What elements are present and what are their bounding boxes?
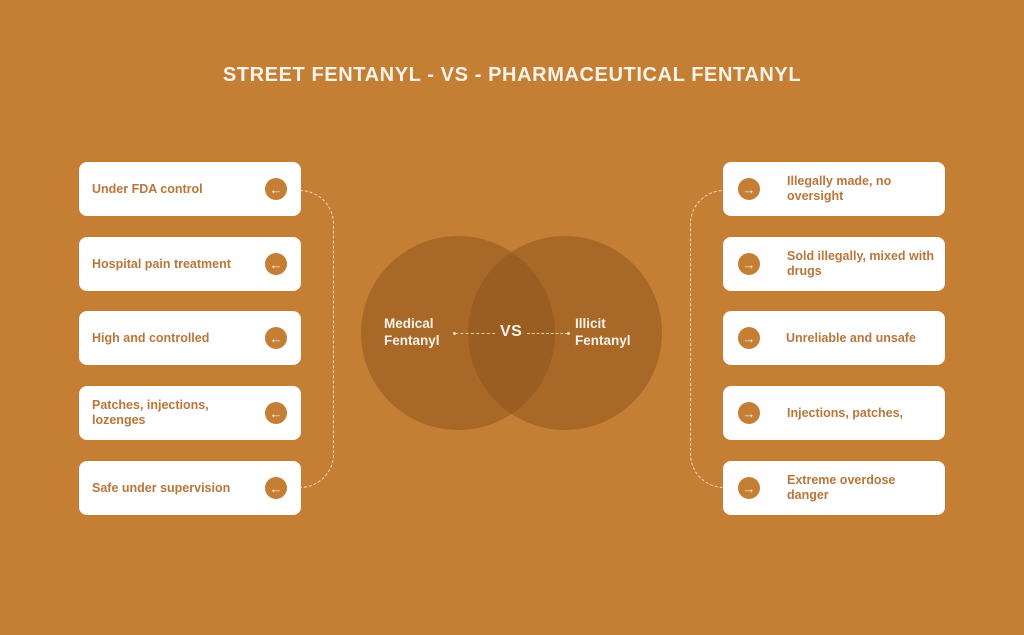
arrow-left-icon: ← [265,477,287,499]
arrow-right-icon: → [738,402,760,424]
medical-item-text: Safe under supervision [92,480,231,495]
illicit-item-text: Sold illegally, mixed with drugs [787,249,935,278]
arrow-right-icon: → [738,253,760,275]
medical-item-card: Patches, injections, lozenges ← [79,386,301,440]
medical-item-card: Under FDA control ← [79,162,301,216]
medical-item-card: Safe under supervision ← [79,461,301,515]
arrow-right-icon: → [738,477,760,499]
illicit-fentanyl-label: Illicit Fentanyl [575,316,631,348]
medical-item-text: High and controlled [92,330,210,345]
arrow-left-icon: ← [265,253,287,275]
medical-fentanyl-label: Medical Fentanyl [384,316,440,348]
illicit-item-text: Unreliable and unsafe [786,330,916,345]
connector-dot [453,332,456,335]
illicit-item-card: → Extreme overdose danger [723,461,945,515]
diagram-title: STREET FENTANYL - VS - PHARMACEUTICAL FE… [222,64,802,86]
illicit-item-card: → Unreliable and unsafe [723,311,945,365]
right-connector-line [527,333,568,334]
connector-dot [567,332,570,335]
illicit-item-card: → Injections, patches, [723,386,945,440]
right-dashed-bracket [690,190,724,488]
arrow-right-icon: → [738,327,760,349]
arrow-right-icon: → [738,178,760,200]
illicit-item-card: → Sold illegally, mixed with drugs [723,237,945,291]
illicit-item-card: → Illegally made, no oversight [723,162,945,216]
illicit-item-text: Extreme overdose danger [787,473,896,502]
left-connector-line [455,333,495,334]
medical-item-card: High and controlled ← [79,311,301,365]
illicit-item-text: Injections, patches, [787,405,904,420]
arrow-left-icon: ← [265,178,287,200]
arrow-left-icon: ← [265,402,287,424]
medical-item-text: Patches, injections, lozenges [92,398,209,427]
medical-item-card: Hospital pain treatment ← [79,237,301,291]
left-dashed-bracket [300,190,334,488]
illicit-item-text: Illegally made, no oversight [787,174,892,203]
medical-item-text: Hospital pain treatment [92,256,231,271]
arrow-left-icon: ← [265,327,287,349]
medical-item-text: Under FDA control [92,181,203,196]
vs-label: VS [500,323,523,340]
